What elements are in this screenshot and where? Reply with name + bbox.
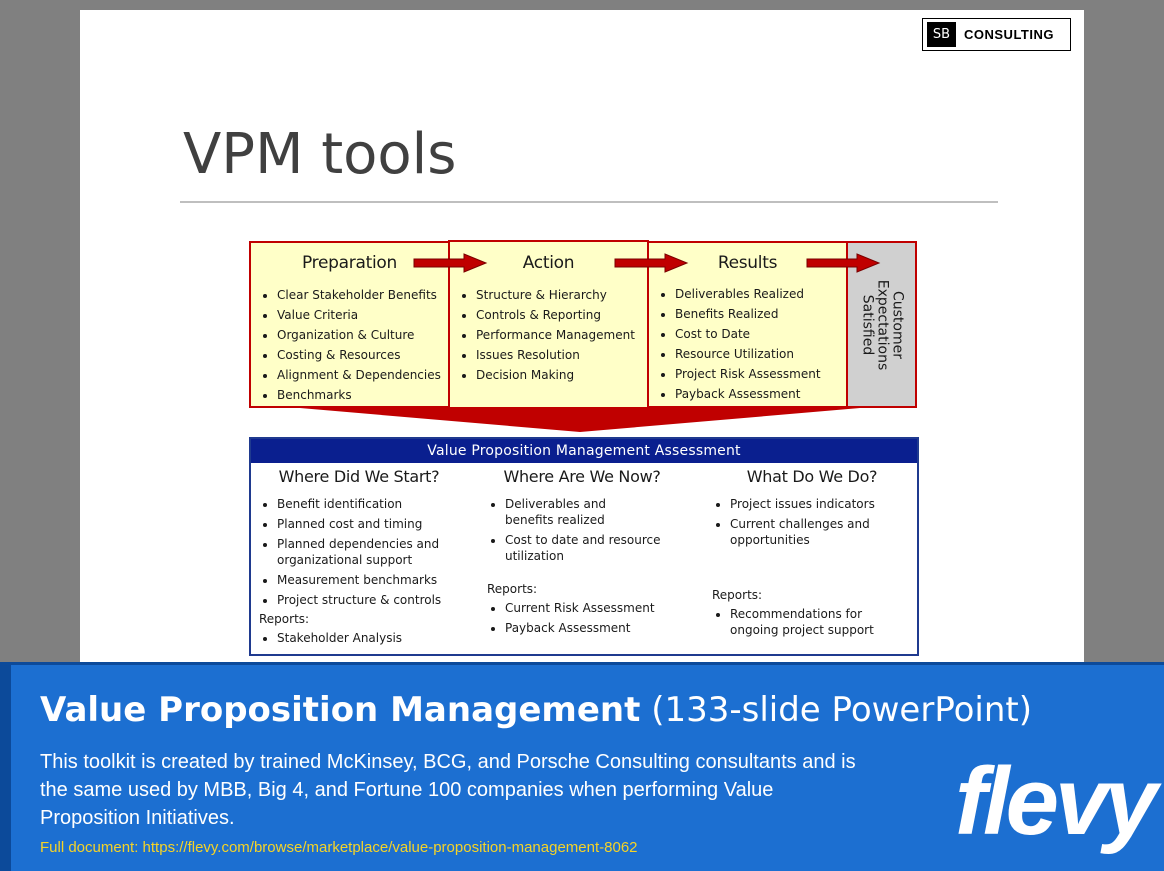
assessment-column-do: What Do We Do? Project issues indicators… <box>712 467 912 642</box>
full-document-link[interactable]: Full document: https://flevy.com/browse/… <box>40 839 638 856</box>
list-item: Planned cost and timing <box>277 516 459 532</box>
column-list: Deliverables and benefits realized Cost … <box>487 496 677 564</box>
list-item: Payback Assessment <box>675 384 821 404</box>
phase-title: Preparation <box>302 253 397 273</box>
list-item: Planned dependencies and organizational … <box>277 536 459 568</box>
title-divider <box>180 201 998 203</box>
logo-text: CONSULTING <box>964 27 1054 42</box>
list-item: Benchmarks <box>277 385 441 405</box>
arrow-right-icon <box>413 253 488 273</box>
list-item: Decision Making <box>476 365 635 385</box>
flevy-logo: flevy <box>955 748 1158 855</box>
list-item: Clear Stakeholder Benefits <box>277 285 441 305</box>
list-item: Stakeholder Analysis <box>277 630 459 646</box>
list-item: Project issues indicators <box>730 496 912 512</box>
customer-line: Customer <box>889 290 905 359</box>
arrow-right-icon <box>806 253 881 273</box>
list-item: Project Risk Assessment <box>675 364 821 384</box>
list-item: Organization & Culture <box>277 325 441 345</box>
column-title: What Do We Do? <box>746 467 878 486</box>
promo-banner: Value Proposition Management (133-slide … <box>0 662 1164 871</box>
reports-list: Recommendations for ongoing project supp… <box>712 606 912 638</box>
assessment-header: Value Proposition Management Assessment <box>251 439 917 463</box>
phase-list: Clear Stakeholder Benefits Value Criteri… <box>257 285 441 405</box>
list-item: Deliverables and benefits realized <box>505 496 655 528</box>
reports-list: Current Risk Assessment Payback Assessme… <box>487 600 677 636</box>
reports-list: Stakeholder Analysis <box>259 630 459 646</box>
list-item: Benefits Realized <box>675 304 821 324</box>
phase-preparation: Preparation Clear Stakeholder Benefits V… <box>249 241 450 408</box>
list-item: Benefit identification <box>277 496 459 512</box>
banner-title-bold: Value Proposition Management <box>40 690 641 730</box>
list-item: Issues Resolution <box>476 345 635 365</box>
list-item: Controls & Reporting <box>476 305 635 325</box>
list-item: Current Risk Assessment <box>505 600 677 616</box>
list-item: Resource Utilization <box>675 344 821 364</box>
column-list: Project issues indicators Current challe… <box>712 496 912 548</box>
logo-mark: SB <box>927 22 956 47</box>
list-item: Costing & Resources <box>277 345 441 365</box>
column-title: Where Did We Start? <box>278 467 440 486</box>
list-item: Value Criteria <box>277 305 441 325</box>
list-item: Measurement benchmarks <box>277 572 459 588</box>
assessment-panel: Value Proposition Management Assessment … <box>249 437 919 656</box>
reports-label: Reports: <box>259 612 310 626</box>
column-title: Where Are We Now? <box>503 467 661 486</box>
column-list: Benefit identification Planned cost and … <box>259 496 459 608</box>
phase-title: Action <box>522 253 575 273</box>
list-item: Cost to Date <box>675 324 821 344</box>
list-item: Cost to date and resource utilization <box>505 532 665 564</box>
banner-description: This toolkit is created by trained McKin… <box>40 751 856 829</box>
reports-label: Reports: <box>712 588 763 602</box>
phase-list: Structure & Hierarchy Controls & Reporti… <box>456 285 635 385</box>
list-item: Current challenges and opportunities <box>730 516 880 548</box>
arrow-right-icon <box>614 253 689 273</box>
assessment-column-now: Where Are We Now? Deliverables and benef… <box>487 467 677 640</box>
list-item: Deliverables Realized <box>675 284 821 304</box>
banner-title-light: (133-slide PowerPoint) <box>651 690 1033 730</box>
list-item: Project structure & controls <box>277 592 459 608</box>
page-title: VPM tools <box>183 122 457 187</box>
list-item: Recommendations for ongoing project supp… <box>730 606 910 638</box>
list-item: Payback Assessment <box>505 620 677 636</box>
phase-list: Deliverables Realized Benefits Realized … <box>655 284 821 404</box>
banner-title: Value Proposition Management (133-slide … <box>40 690 1032 730</box>
phase-action: Action Structure & Hierarchy Controls & … <box>448 240 649 409</box>
banner-top-border <box>0 662 1164 665</box>
list-item: Performance Management <box>476 325 635 345</box>
assessment-column-start: Where Did We Start? Benefit identificati… <box>259 467 459 650</box>
phase-title: Results <box>717 253 778 273</box>
list-item: Structure & Hierarchy <box>476 285 635 305</box>
sb-consulting-logo: SB CONSULTING <box>922 18 1071 51</box>
banner-left-border <box>0 662 11 871</box>
list-item: Alignment & Dependencies <box>277 365 441 385</box>
reports-label: Reports: <box>487 582 538 596</box>
